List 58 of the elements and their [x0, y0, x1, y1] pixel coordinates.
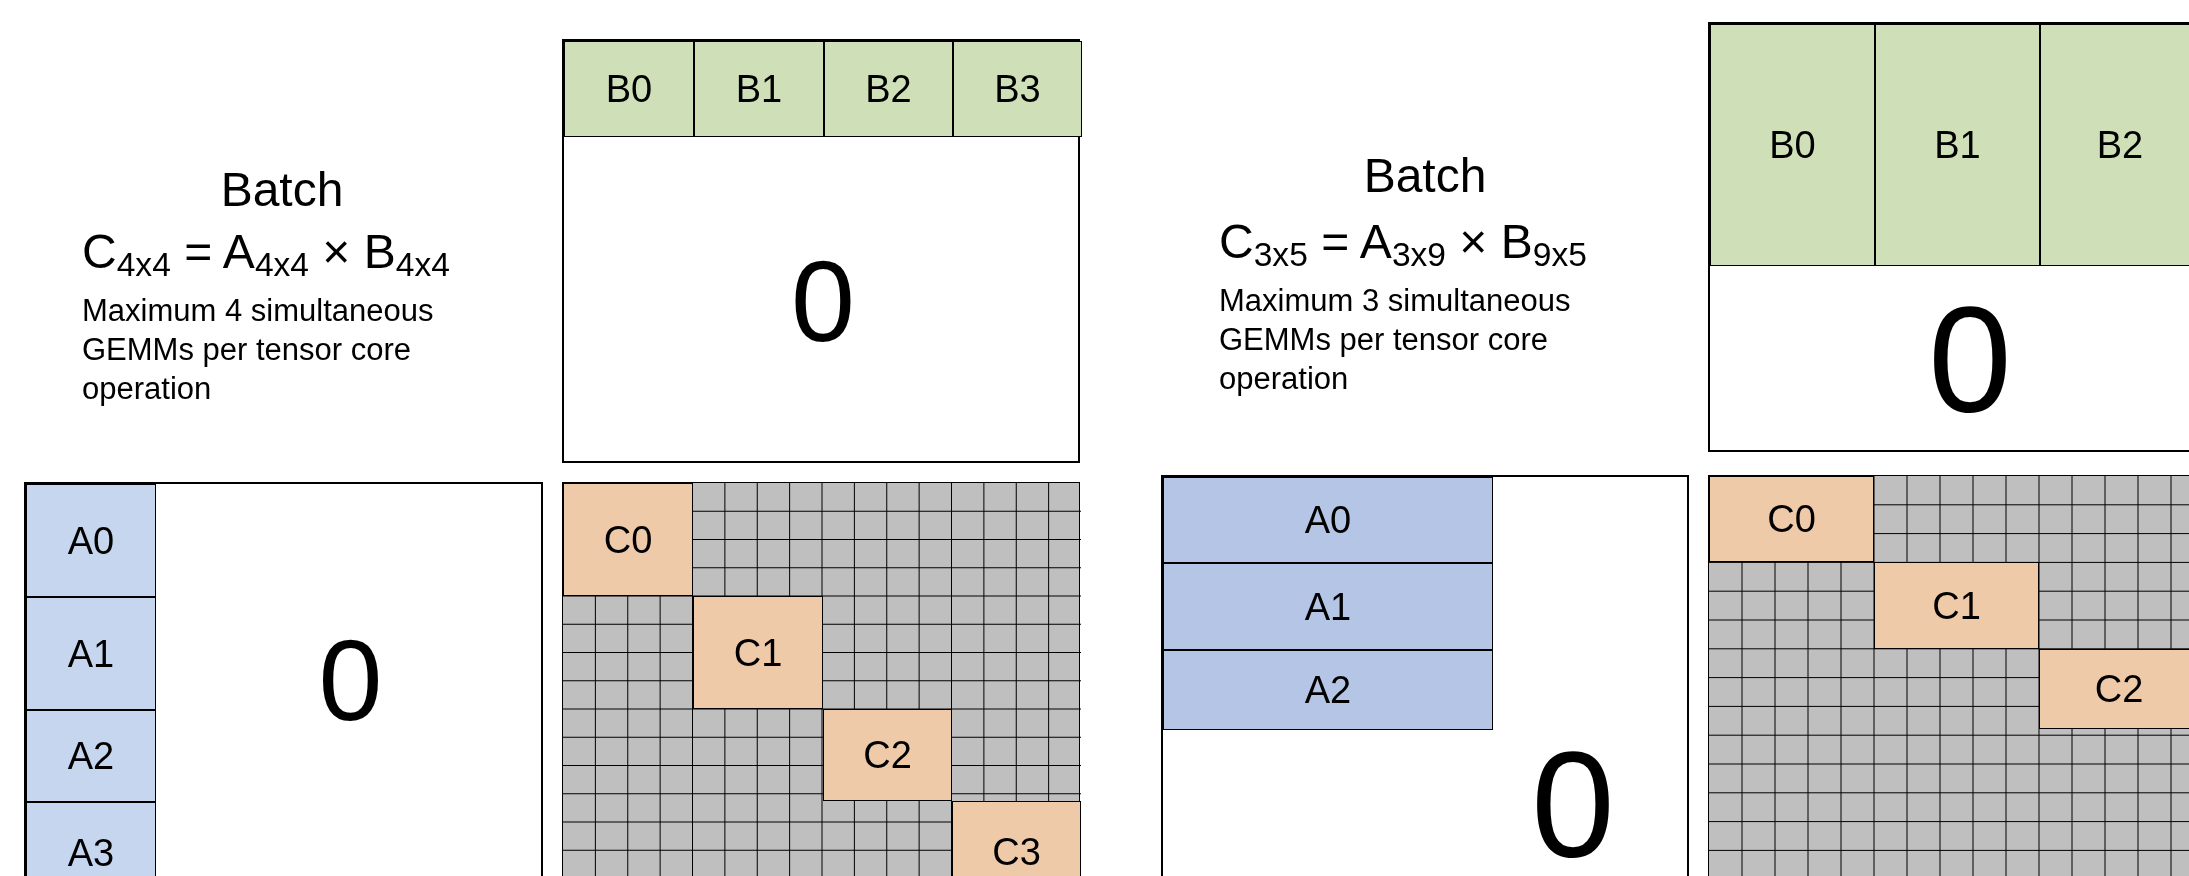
block-label: C1: [733, 633, 783, 672]
block-label: A0: [1304, 501, 1352, 539]
zero-label: 0: [790, 235, 856, 367]
block-label: B1: [1934, 126, 1981, 164]
matrix-box: [1708, 22, 2189, 452]
zero-label: 0: [1927, 275, 2013, 446]
block-label: B1: [735, 70, 783, 108]
matrix-block: [693, 596, 823, 709]
block-label: C0: [603, 520, 653, 559]
formula: C$_{4x4}$ = A$_{4x4}$ × B$_{4x4}$: [82, 224, 451, 286]
zero-label: 0: [1530, 730, 1616, 876]
matrix-block: [26, 484, 156, 597]
matrix-box: [1161, 475, 1689, 876]
block-label: B2: [2096, 126, 2144, 164]
block-label: A3: [67, 834, 115, 872]
matrix-block: [564, 41, 694, 137]
matrix-block: [1874, 562, 2039, 649]
block-label: A1: [1304, 587, 1352, 626]
matrix-block: [1710, 24, 1875, 266]
matrix-block: [1709, 476, 1874, 562]
block-label: C0: [1767, 500, 1816, 538]
matrix-block: [953, 41, 1082, 137]
matrix-block: [824, 41, 953, 137]
block-label: B2: [865, 70, 912, 108]
block-label: C3: [992, 833, 1041, 871]
matrix-box: [562, 39, 1080, 463]
block-label: B0: [1769, 126, 1816, 164]
block-label: C2: [863, 736, 912, 774]
matrix-block: [952, 801, 1081, 876]
matrix-block: [2039, 649, 2189, 729]
matrix-block: [563, 483, 693, 596]
block-label: A0: [67, 521, 115, 560]
grid-matrix: [1708, 475, 2189, 876]
matrix-block: [1875, 24, 2040, 266]
zero-label: 0: [317, 614, 384, 746]
matrix-block: [2040, 24, 2189, 266]
matrix-block: [823, 709, 952, 801]
block-label: B3: [994, 70, 1041, 108]
matrix-block: [1163, 477, 1493, 563]
description: Maximum 3 simultaneous GEMMs per tensor core operation: [1219, 282, 1572, 398]
block-label: C1: [1932, 586, 1981, 625]
matrix-block: [26, 710, 156, 802]
block-label: A2: [67, 737, 115, 775]
matrix-box: [24, 482, 543, 876]
matrix-block: [1163, 650, 1493, 730]
formula: C$_{3x5}$ = A$_{3x9}$ × B$_{9x5}$: [1219, 214, 1588, 276]
heading: Batch: [1362, 148, 1488, 204]
matrix-block: [1163, 563, 1493, 650]
description: Maximum 4 simultaneous GEMMs per tensor core operation: [82, 292, 435, 408]
matrix-block: [26, 597, 156, 710]
block-label: B0: [605, 70, 653, 108]
heading: Batch: [219, 162, 345, 218]
block-label: C2: [2094, 670, 2144, 708]
matrix-block: [26, 802, 156, 876]
grid-matrix: [562, 482, 1080, 876]
block-label: A2: [1304, 671, 1352, 709]
block-label: A1: [67, 634, 115, 673]
matrix-block: [694, 41, 824, 137]
